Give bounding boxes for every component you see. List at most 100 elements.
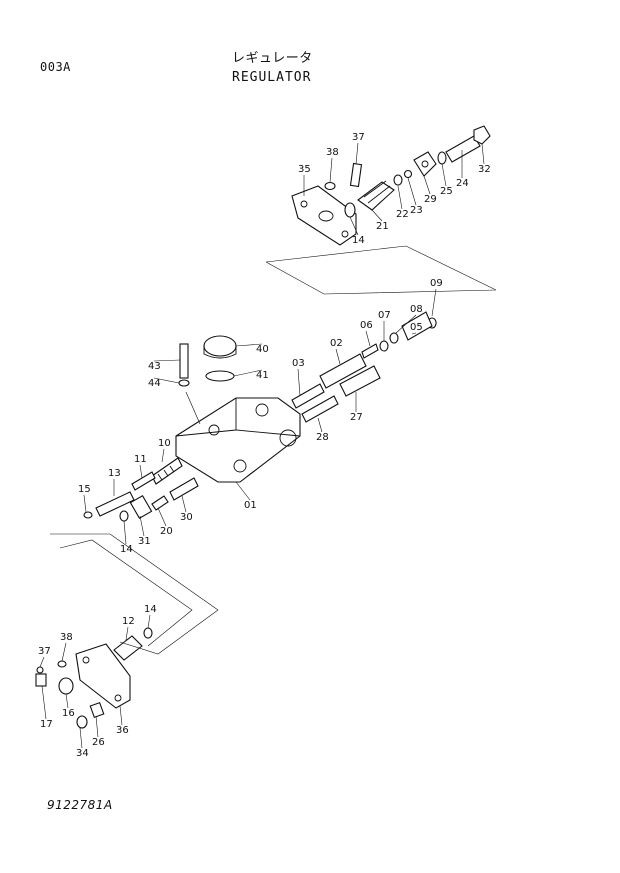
part-06-pin[interactable] (361, 343, 379, 359)
callout-c30: 30 (180, 512, 193, 523)
leader-c02 (335, 348, 341, 365)
callout-c34: 34 (76, 748, 89, 759)
leader-c32 (481, 143, 485, 165)
leader-c38b (61, 642, 67, 662)
callout-c21: 21 (376, 221, 389, 232)
part-34-cap[interactable] (76, 715, 88, 729)
part-11-spring[interactable] (131, 471, 156, 491)
part-14-oring-mid[interactable] (119, 510, 129, 522)
callout-c24: 24 (456, 178, 469, 189)
callout-c23: 23 (410, 205, 423, 216)
callout-c16: 16 (62, 708, 75, 719)
callout-c14c: 14 (144, 604, 157, 615)
part-03-piston[interactable] (291, 383, 325, 409)
part-37-bolt-top[interactable] (349, 162, 363, 188)
leader-c05 (411, 332, 417, 335)
part-40-plug[interactable] (203, 335, 237, 357)
leader-c10 (161, 448, 165, 463)
part-36-cover-plate[interactable] (75, 643, 131, 709)
callout-c35: 35 (298, 164, 311, 175)
part-31-seat[interactable] (129, 494, 153, 520)
part-17-bolt[interactable] (35, 673, 47, 687)
part-32-cap-nut[interactable] (473, 125, 491, 145)
leader-c37a (355, 142, 359, 165)
callout-c31: 31 (138, 536, 151, 547)
part-23-ball[interactable] (403, 169, 413, 179)
callout-c02: 02 (330, 338, 343, 349)
leader-c44 (153, 377, 180, 384)
part-02-spool[interactable] (319, 353, 367, 389)
leader-c23 (407, 177, 417, 206)
part-14-oring-bottom[interactable] (143, 627, 153, 639)
callout-c14a: 14 (352, 235, 365, 246)
callout-c05: 05 (410, 322, 423, 333)
part-38-washer-top[interactable] (324, 181, 336, 191)
part-44-washer[interactable] (178, 379, 190, 387)
part-38-washer-bottom[interactable] (57, 660, 67, 668)
callout-c41: 41 (256, 370, 269, 381)
callout-c43: 43 (148, 361, 161, 372)
callout-c36: 36 (116, 725, 129, 736)
leader-c31 (139, 515, 145, 537)
callout-c06: 06 (360, 320, 373, 331)
part-20-pin[interactable] (151, 495, 169, 511)
part-08-ring[interactable] (389, 332, 399, 344)
callout-c10: 10 (158, 438, 171, 449)
leader-c28 (317, 417, 323, 433)
part-41-oring[interactable] (205, 370, 235, 382)
callout-c37a: 37 (352, 132, 365, 143)
part-27-sleeve[interactable] (339, 365, 381, 397)
part-05-sleeve[interactable] (401, 311, 433, 341)
part-35-cover-plate[interactable] (291, 185, 357, 246)
bottom-subassembly (35, 627, 153, 729)
callout-c20: 20 (160, 526, 173, 537)
part-22-pin[interactable] (393, 174, 403, 186)
part-12-piston[interactable] (113, 635, 143, 661)
leader-c01 (235, 481, 251, 501)
part-15-oring[interactable] (83, 511, 93, 519)
leader-c20 (157, 507, 167, 527)
callout-c38b: 38 (60, 632, 73, 643)
part-01-valve-body[interactable] (175, 397, 301, 483)
part-29-nut[interactable] (413, 151, 437, 177)
part-24-adjust-screw[interactable] (445, 135, 481, 163)
drawing-number: 9122781A (47, 798, 113, 812)
part-14-oring-top[interactable] (344, 202, 356, 218)
part-43-bolt[interactable] (179, 343, 189, 379)
callout-c22: 22 (396, 209, 409, 220)
leader-c14a (349, 216, 359, 236)
part-28-piston[interactable] (301, 395, 339, 423)
part-26-pin[interactable] (89, 701, 105, 719)
callout-c38a: 38 (326, 147, 339, 158)
leader-c30 (181, 495, 187, 513)
callout-c13: 13 (108, 468, 121, 479)
part-25-oring[interactable] (437, 151, 447, 165)
title-japanese: レギュレータ (232, 51, 313, 66)
guide-lines (50, 245, 497, 655)
callout-c03: 03 (292, 358, 305, 369)
leader-c14c (147, 614, 151, 629)
part-13-spool[interactable] (95, 491, 135, 517)
callout-c08: 08 (410, 304, 423, 315)
callout-c40: 40 (256, 344, 269, 355)
part-37-bolt-bottom[interactable] (36, 666, 44, 674)
spool-group (291, 311, 437, 423)
leader-c37b (39, 656, 45, 668)
callout-c25: 25 (440, 186, 453, 197)
part-07-oring[interactable] (379, 340, 389, 352)
part-30-spring[interactable] (169, 477, 199, 501)
callout-c09: 09 (430, 278, 443, 289)
callout-c12: 12 (122, 616, 135, 627)
part-16-nut[interactable] (58, 677, 74, 695)
callout-c15: 15 (78, 484, 91, 495)
callout-c07: 07 (378, 310, 391, 321)
part-10-spring[interactable] (151, 457, 183, 485)
leader-c22 (397, 185, 403, 210)
page-code: 003A (40, 60, 71, 74)
callout-c28: 28 (316, 432, 329, 443)
callout-c11: 11 (134, 454, 147, 465)
leader-c06 (365, 330, 371, 347)
part-21-sleeve[interactable] (357, 181, 395, 211)
